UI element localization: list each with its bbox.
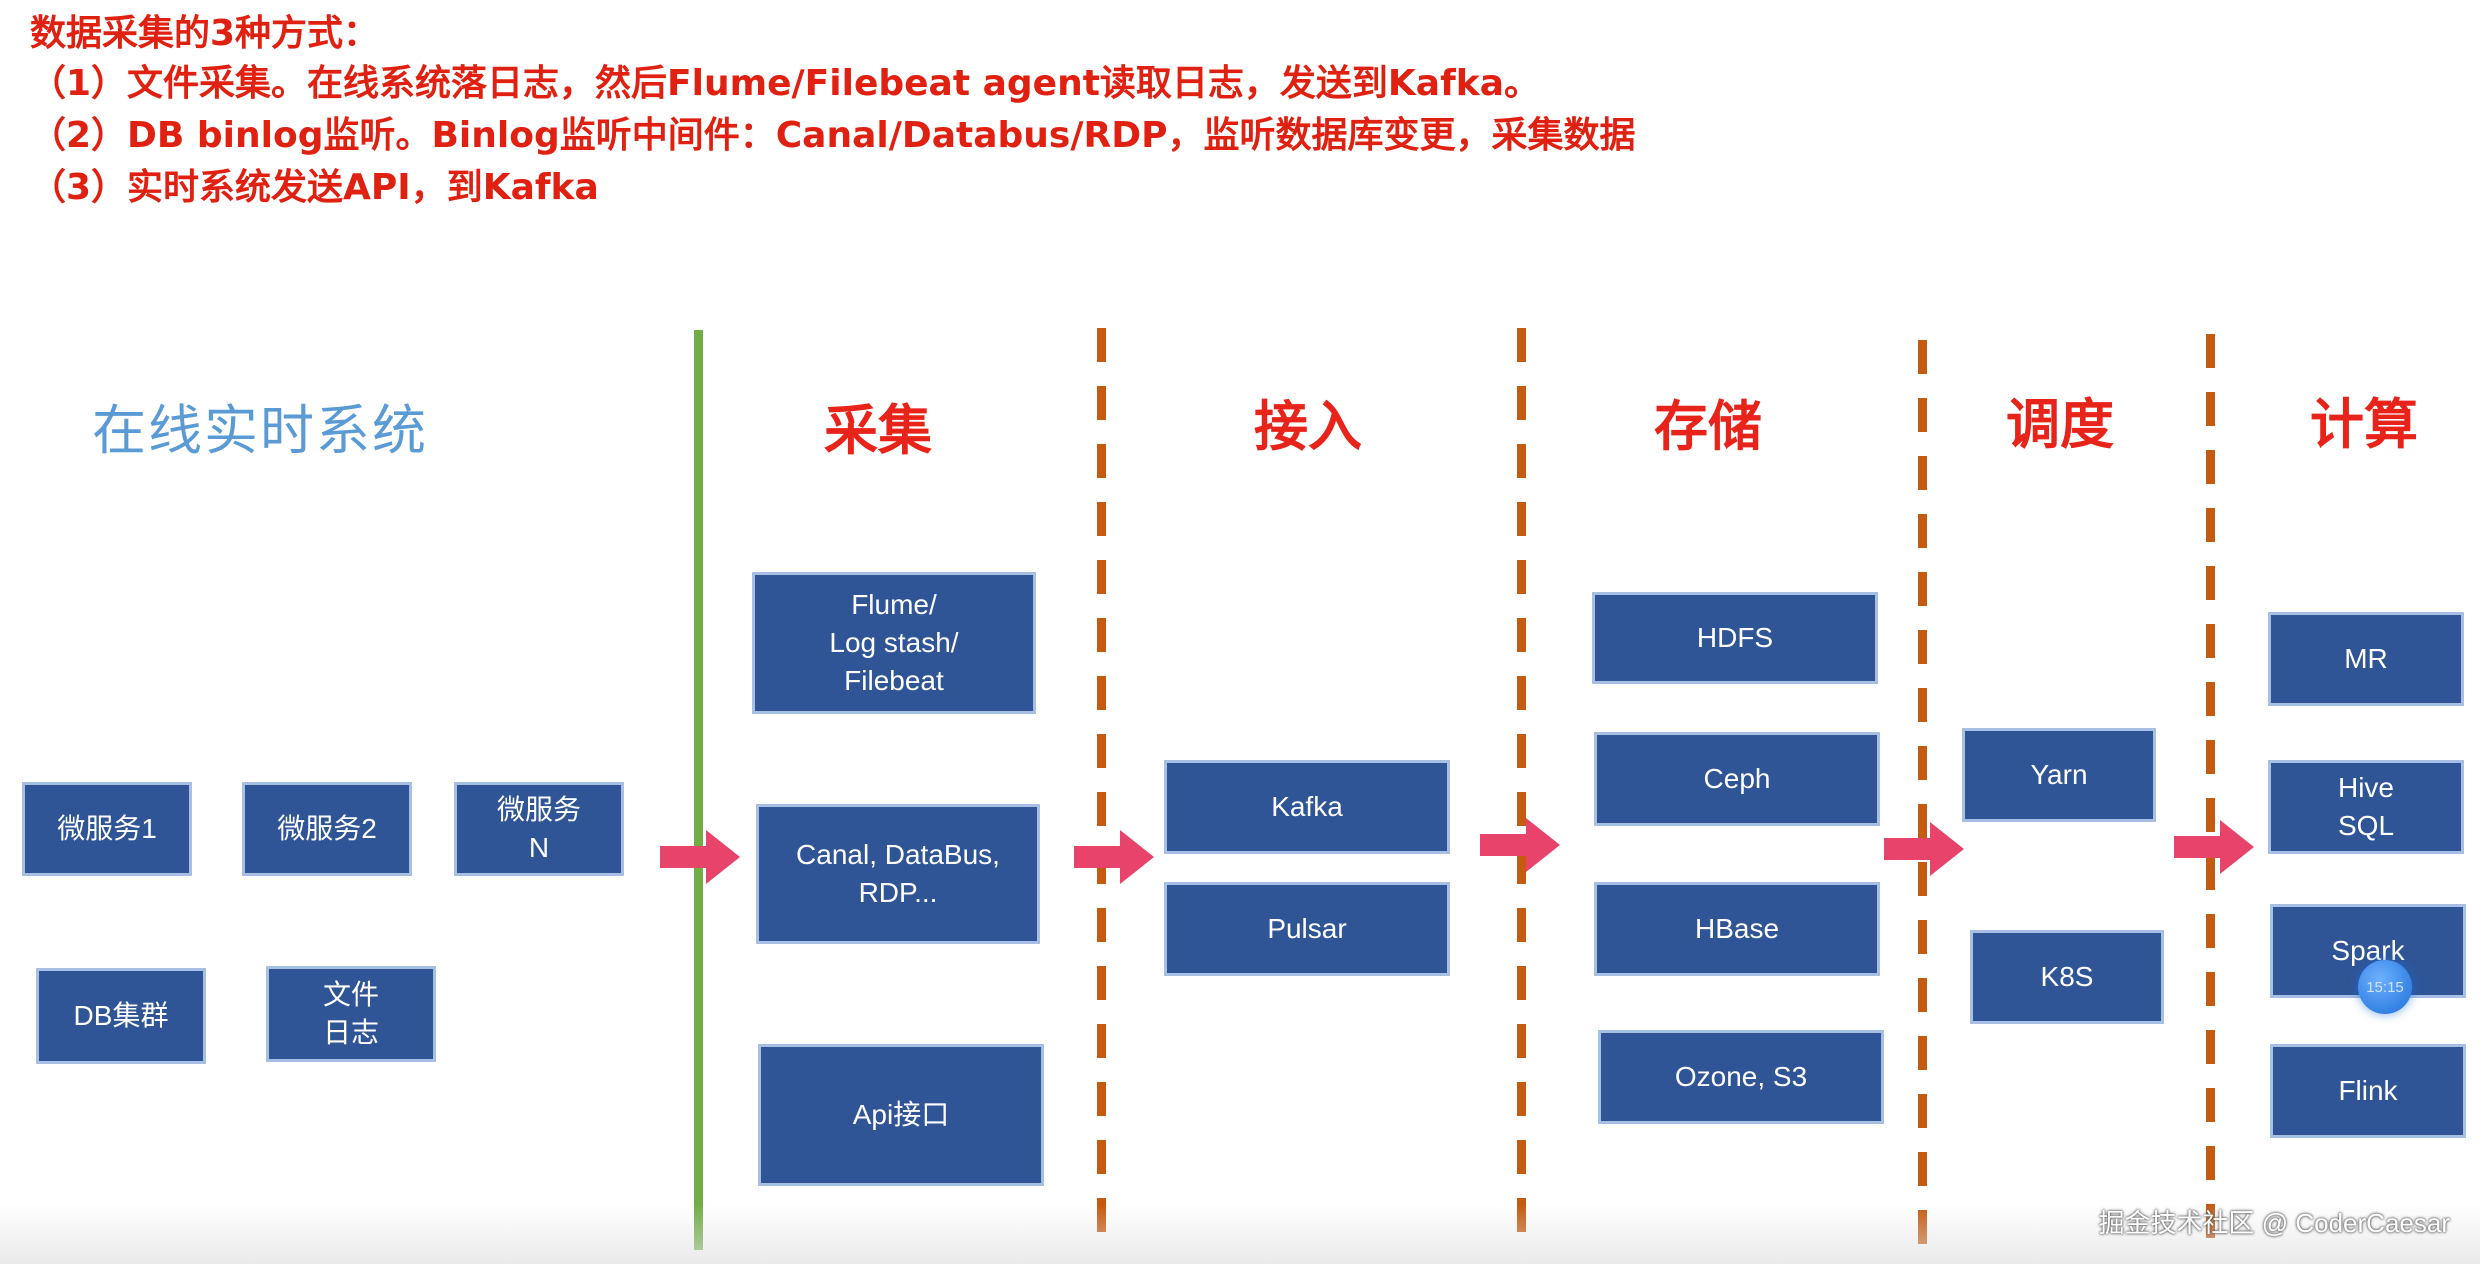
- intro-line-1: （1）文件采集。在线系统落日志，然后Flume/Filebeat agent读取…: [30, 63, 1540, 104]
- box-pulsar: Pulsar: [1164, 882, 1450, 976]
- title-online-system: 在线实时系统: [92, 399, 428, 462]
- box-api-interface: Api接口: [758, 1044, 1044, 1186]
- dashed-divider-3: [1918, 340, 1927, 1260]
- box-microservice-2: 微服务2: [242, 782, 412, 876]
- box-file-log: 文件 日志: [266, 966, 436, 1062]
- box-microservice-n: 微服务 N: [454, 782, 624, 876]
- title-compute: 计算: [2310, 392, 2418, 456]
- arrow-right-icon: [2174, 820, 2254, 874]
- arrow-right-icon: [1074, 830, 1154, 884]
- dashed-divider-1: [1097, 328, 1106, 1248]
- arrow-right-icon: [1884, 822, 1964, 876]
- box-canal-databus-rdp: Canal, DataBus, RDP...: [756, 804, 1040, 944]
- title-storage: 存储: [1654, 394, 1762, 458]
- box-db-cluster: DB集群: [36, 968, 206, 1064]
- box-mr: MR: [2268, 612, 2464, 706]
- box-ozone-s3: Ozone, S3: [1598, 1030, 1884, 1124]
- dashed-divider-4: [2206, 334, 2215, 1254]
- arrow-right-icon: [660, 830, 740, 884]
- timestamp-badge: 15:15: [2358, 960, 2412, 1014]
- intro-line-3: （3）实时系统发送API，到Kafka: [30, 167, 599, 208]
- watermark: 掘金技术社区 @ CoderCaesar: [2098, 1208, 2450, 1238]
- box-hive-sql: Hive SQL: [2268, 760, 2464, 854]
- title-collect: 采集: [824, 398, 932, 462]
- box-flink: Flink: [2270, 1044, 2466, 1138]
- box-k8s: K8S: [1970, 930, 2164, 1024]
- box-hbase: HBase: [1594, 882, 1880, 976]
- box-hdfs: HDFS: [1592, 592, 1878, 684]
- box-ceph: Ceph: [1594, 732, 1880, 826]
- box-flume-logstash-filebeat: Flume/ Log stash/ Filebeat: [752, 572, 1036, 714]
- solid-divider: [694, 330, 703, 1250]
- title-ingest: 接入: [1254, 394, 1362, 458]
- box-kafka: Kafka: [1164, 760, 1450, 854]
- intro-line-2: （2）DB binlog监听。Binlog监听中间件：Canal/Databus…: [30, 115, 1636, 156]
- box-microservice-1: 微服务1: [22, 782, 192, 876]
- title-schedule: 调度: [2006, 392, 2114, 456]
- bottom-fade: [0, 1204, 2480, 1264]
- arrow-right-icon: [1480, 818, 1560, 872]
- dashed-divider-2: [1517, 328, 1526, 1248]
- box-yarn: Yarn: [1962, 728, 2156, 822]
- intro-heading: 数据采集的3种方式：: [30, 13, 380, 54]
